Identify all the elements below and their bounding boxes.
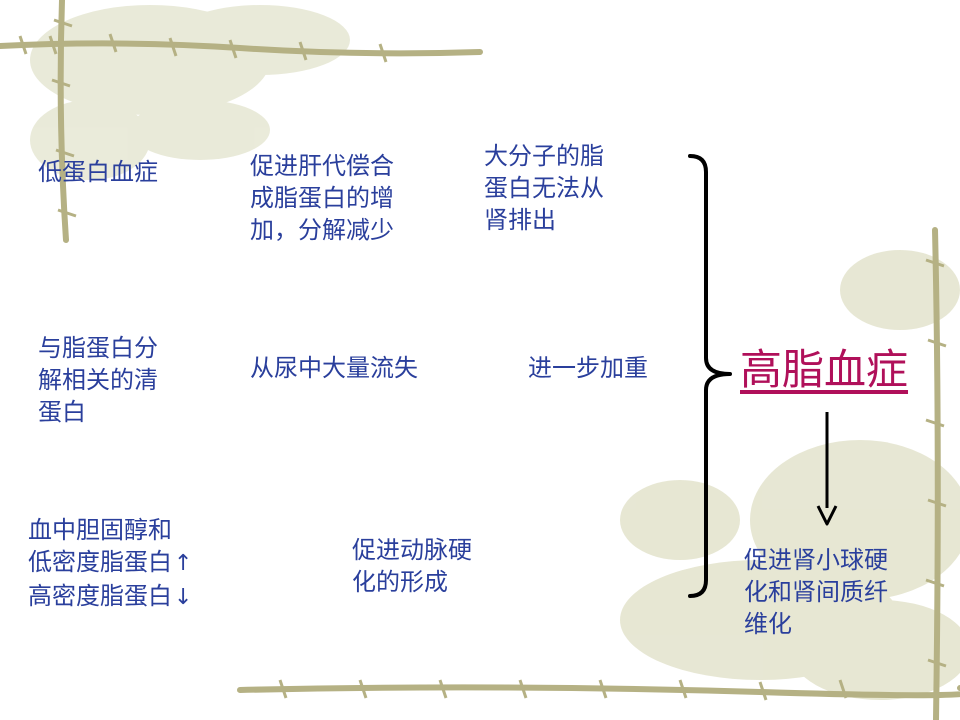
node-further-aggravation: 进一步加重 xyxy=(528,352,648,384)
node-line: 化和肾间质纤 xyxy=(744,578,888,606)
node-atherosclerosis: 促进动脉硬 化的形成 xyxy=(352,534,472,598)
node-line: 促进肾小球硬 xyxy=(744,546,888,574)
node-line: 与脂蛋白分 xyxy=(38,334,158,362)
node-line: 促进肝代偿合 xyxy=(250,152,394,180)
node-line: 解相关的清 xyxy=(38,366,158,394)
node-blood-lipids: 血中胆固醇和 低密度脂蛋白↑ 高密度脂蛋白↓ xyxy=(28,514,192,614)
node-line: 大分子的脂 xyxy=(484,142,604,170)
node-lipoprotein-clearance-protein: 与脂蛋白分 解相关的清 蛋白 xyxy=(38,332,158,428)
node-line: 化的形成 xyxy=(352,568,448,596)
node-liver-compensation: 促进肝代偿合 成脂蛋白的增 加，分解减少 xyxy=(250,150,394,246)
node-line: 高密度脂蛋白↓ xyxy=(28,582,193,610)
node-urinary-loss: 从尿中大量流失 xyxy=(250,352,418,384)
node-line: 低蛋白血症 xyxy=(38,158,158,186)
node-line: 从尿中大量流失 xyxy=(250,354,418,382)
node-line: 血中胆固醇和 xyxy=(28,516,172,544)
node-line: 蛋白 xyxy=(38,398,86,426)
node-hypoalbuminemia: 低蛋白血症 xyxy=(38,156,158,188)
node-line: 成脂蛋白的增 xyxy=(250,184,394,212)
node-line: 进一步加重 xyxy=(528,354,648,382)
node-line: 肾排出 xyxy=(484,206,556,234)
node-hyperlipidemia: 高脂血症 xyxy=(740,345,909,394)
node-glomerulosclerosis: 促进肾小球硬 化和肾间质纤 维化 xyxy=(744,544,888,640)
node-line: 维化 xyxy=(744,610,792,638)
down-arrow-icon: ↓ xyxy=(174,585,193,610)
node-line: 蛋白无法从 xyxy=(484,174,604,202)
node-line: 加，分解减少 xyxy=(250,216,394,244)
node-renal-excretion-failure: 大分子的脂 蛋白无法从 肾排出 xyxy=(484,140,604,236)
twig-border-knots xyxy=(18,18,947,701)
node-line: 促进动脉硬 xyxy=(352,536,472,564)
node-line: 低密度脂蛋白↑ xyxy=(28,548,193,576)
up-arrow-icon: ↑ xyxy=(174,551,193,576)
